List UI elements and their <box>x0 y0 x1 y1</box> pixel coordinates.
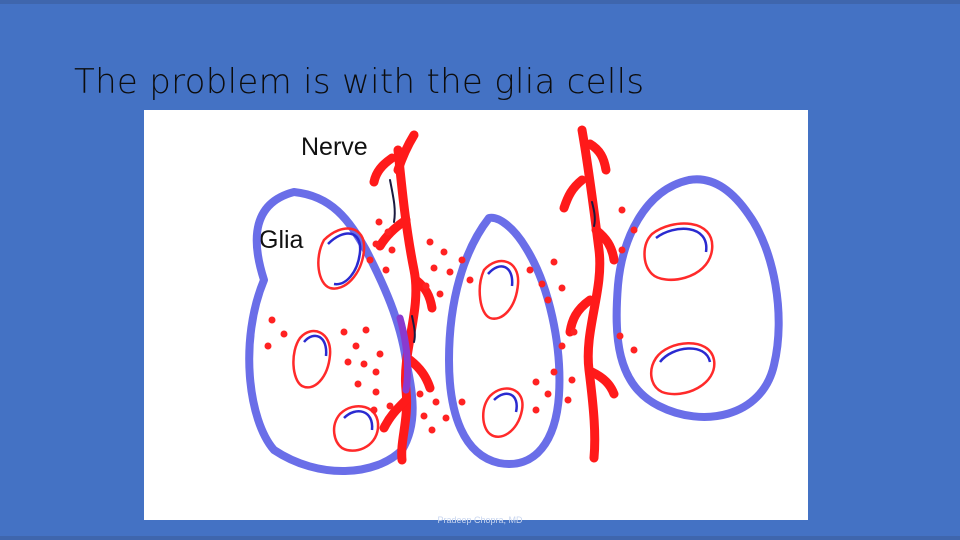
slide-title: The problem is with the glia cells <box>74 62 645 102</box>
glia-label: Glia <box>259 226 304 254</box>
glia-nerve-illustration: Nerve Glia <box>144 110 808 520</box>
nerve-branch-left-2 <box>369 153 397 187</box>
nucleus-3 <box>332 405 380 452</box>
glia-cells <box>245 175 783 475</box>
nucleus-1 <box>317 227 366 290</box>
nucleus-5 <box>482 387 524 438</box>
nerve-branch-right-4 <box>565 295 595 337</box>
nerve-label: Nerve <box>301 133 368 161</box>
slide-footer: Pradeep Chopra, MD <box>437 515 523 525</box>
glia-cell-middle <box>445 213 564 468</box>
illustration-canvas: Nerve Glia <box>245 125 783 475</box>
nucleus-7 <box>649 342 716 396</box>
nerve-branch-right-5 <box>587 367 619 399</box>
glia-cell-left <box>245 188 417 475</box>
nerve-branch-right-3 <box>591 225 619 265</box>
nerve-branch-left-5 <box>405 355 435 393</box>
nucleus-2 <box>292 329 332 389</box>
nerve-branch-left-3 <box>375 215 411 251</box>
nuclei <box>292 222 716 452</box>
nerve-branch-right-1 <box>585 139 611 175</box>
glia-cell-right <box>612 175 783 421</box>
nerve-accents <box>389 179 596 343</box>
nucleus-6 <box>643 222 714 282</box>
nerve-branch-left-6 <box>379 395 411 433</box>
nerve-trunk-left <box>393 145 421 465</box>
nerve-branch-left-1 <box>393 130 419 175</box>
signal-dots <box>264 206 638 434</box>
nucleus-4 <box>478 259 520 320</box>
nerve-fibers <box>369 125 619 465</box>
nerve-branch-left-4 <box>411 275 437 313</box>
nerve-trunk-right <box>577 125 605 463</box>
nerve-branch-right-2 <box>559 175 587 213</box>
nerve-glia-overlap <box>396 314 412 394</box>
